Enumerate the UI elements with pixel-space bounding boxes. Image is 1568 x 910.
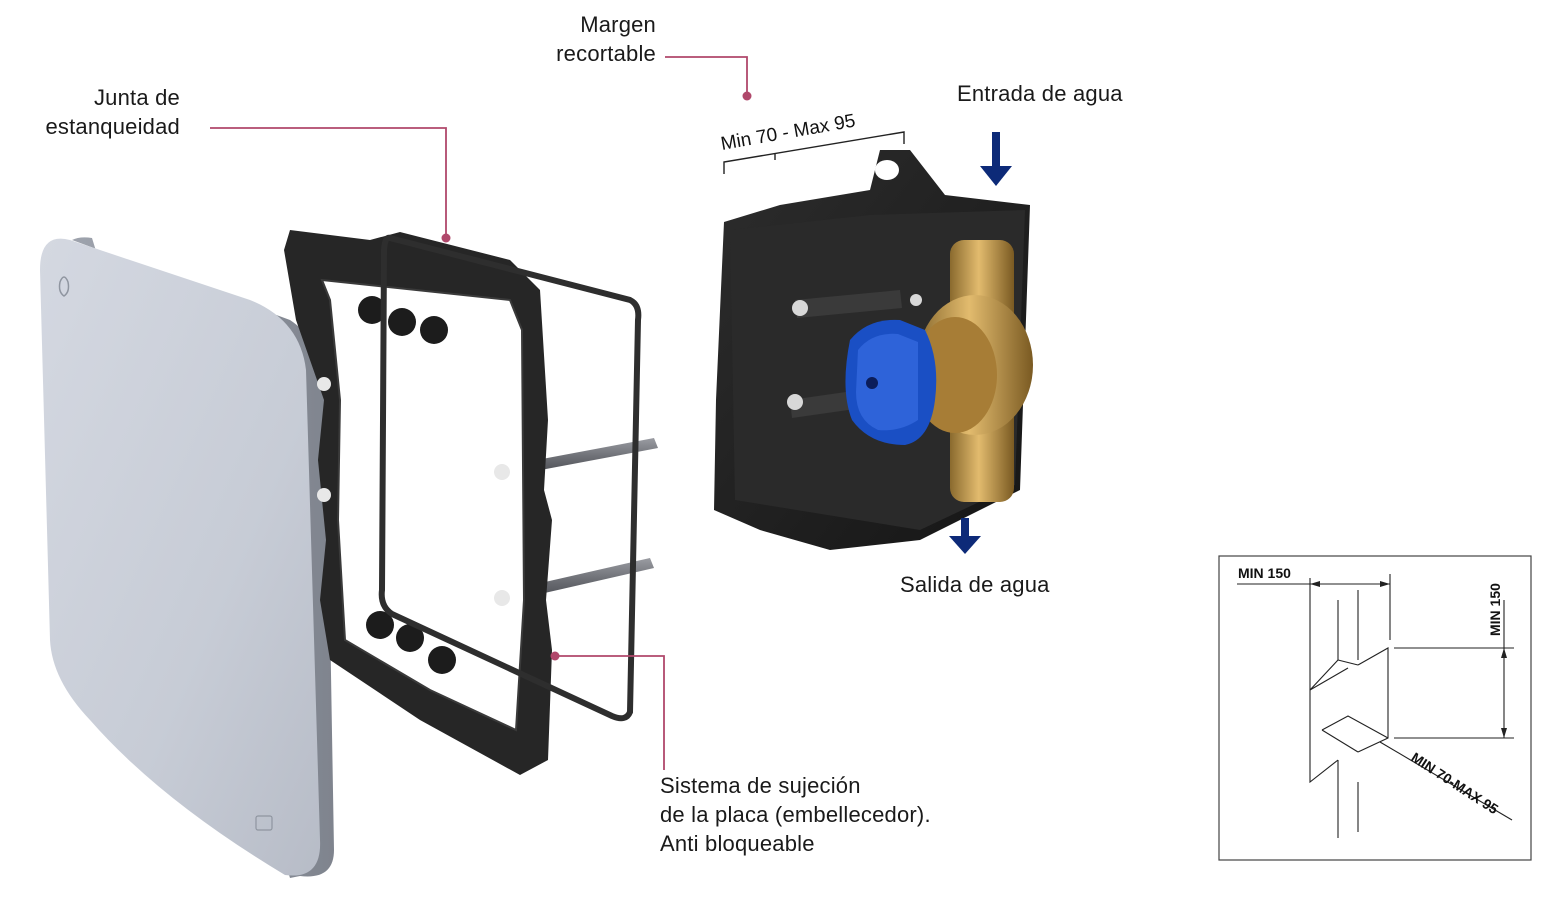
leader-line-margen [665, 56, 748, 95]
label-sistema-line1: Sistema de sujeción [660, 773, 861, 798]
cover-plate [40, 237, 334, 879]
leader-line-sistema [556, 655, 665, 770]
inset-width-label: MIN 150 [1238, 565, 1291, 581]
label-junta-line2: estanqueidad [45, 114, 180, 139]
depth-dimension [723, 131, 905, 174]
blue-cartridge-knob [845, 319, 937, 445]
label-margen-line1: Margen [580, 12, 656, 37]
label-sistema-line3: Anti bloqueable [660, 831, 815, 856]
fixing-frame [284, 230, 552, 775]
depth-range-label: Min 70 - Max 95 [719, 111, 857, 155]
inset-height-label: MIN 150 [1487, 583, 1503, 636]
label-margen-recortable: Margen recortable [500, 10, 656, 68]
label-entrada-agua: Entrada de agua [957, 81, 1123, 106]
label-salida-agua: Salida de agua [900, 572, 1050, 597]
leader-line-junta [210, 127, 447, 236]
label-junta-line1: Junta de [93, 85, 180, 110]
outlet-arrow-icon [949, 518, 981, 554]
label-sistema-sujecion: Sistema de sujeción de la placa (embelle… [660, 771, 931, 858]
installation-detail-inset: MIN 150 MIN 150 MIN 70-MAX 95 [1218, 555, 1532, 861]
label-sistema-line2: de la placa (embellecedor). [660, 802, 931, 827]
inlet-arrow-icon [980, 132, 1012, 186]
plate-mark-icon [255, 815, 273, 831]
brand-logo-icon [58, 276, 70, 297]
label-margen-line2: recortable [556, 41, 656, 66]
seal-gasket [378, 234, 642, 722]
label-junta-estanqueidad: Junta de estanqueidad [10, 83, 180, 141]
